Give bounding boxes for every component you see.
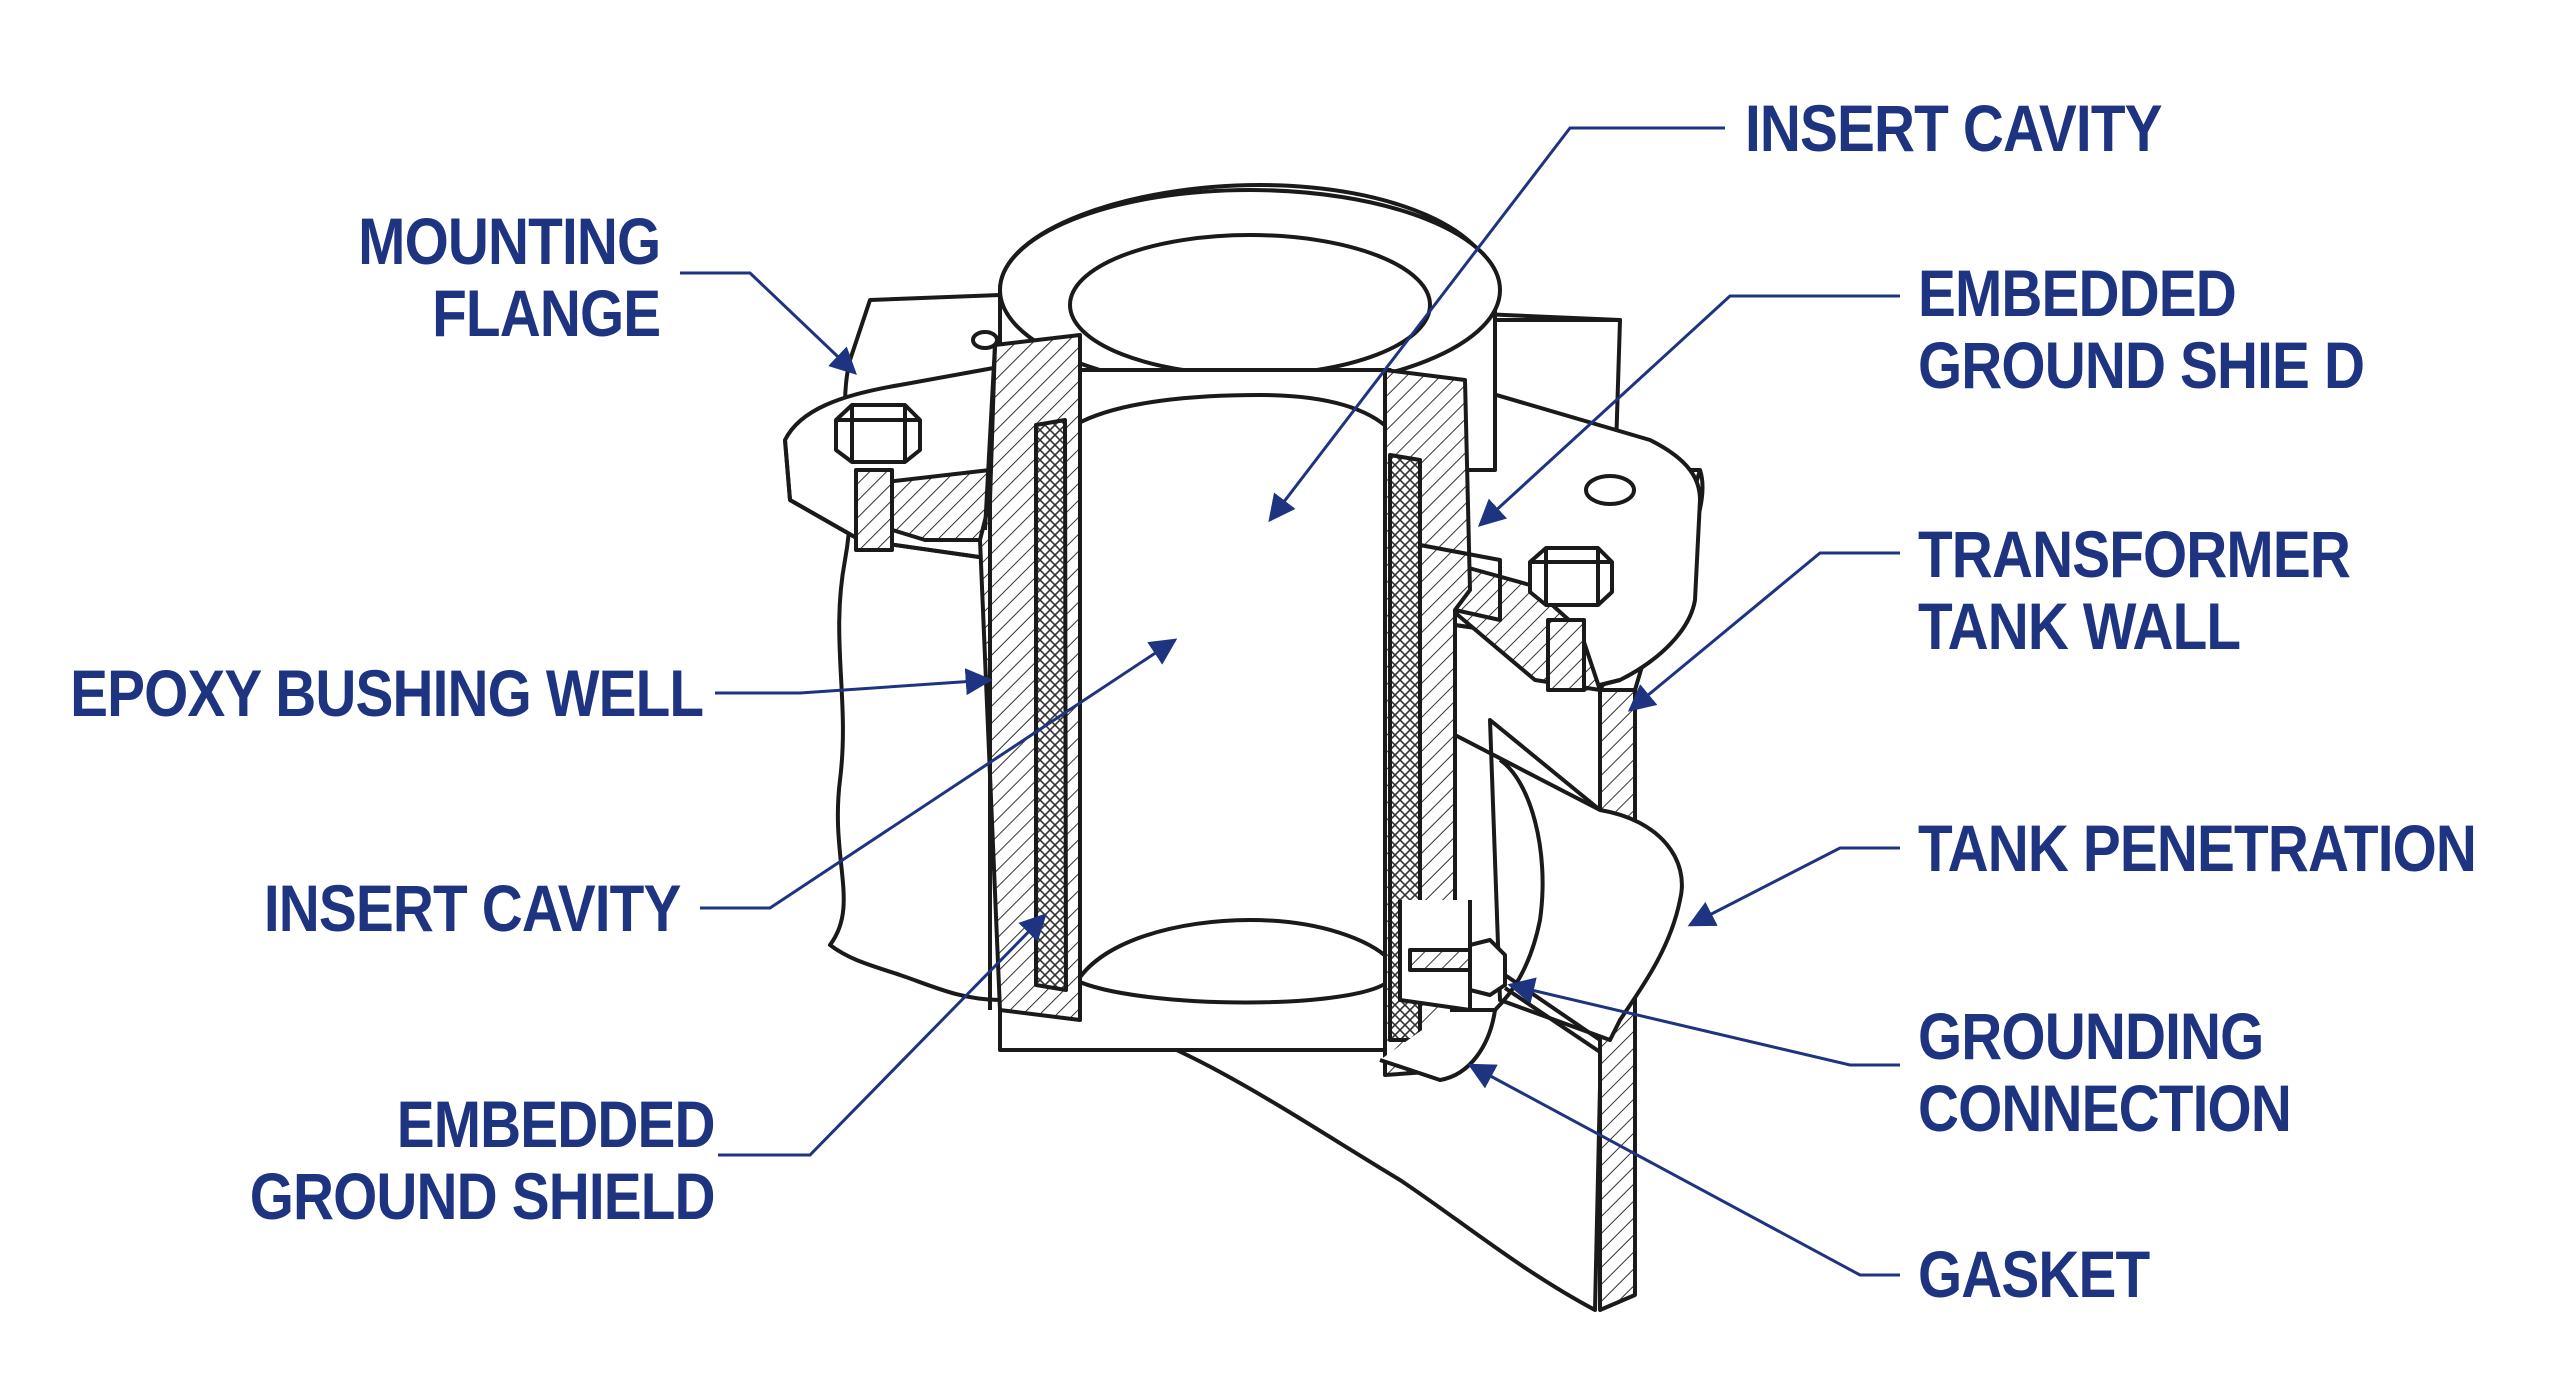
label-line: FLANGE <box>431 276 661 350</box>
label-line: MOUNTING <box>357 204 661 278</box>
label-mounting-flange: MOUNTING FLANGE <box>357 204 661 350</box>
label-line: TANK PENETRATION <box>1918 811 2477 885</box>
leader-epoxy-bushing-well <box>715 668 993 696</box>
leader-tank-penetration <box>1687 846 1900 927</box>
bushing-well-body <box>978 183 1502 1082</box>
label-line: GASKET <box>1918 1237 2150 1311</box>
leader-insert-cavity-top <box>1268 126 1725 523</box>
leader-transformer-tank-wall <box>1627 551 1900 712</box>
label-line: INSERT CAVITY <box>263 871 681 945</box>
bolt-right <box>1528 546 1614 692</box>
label-line: EMBEDDED <box>1918 256 2237 330</box>
leader-gasket <box>1467 1063 1900 1277</box>
leader-insert-cavity-left <box>700 638 1178 910</box>
label-insert-cavity-top: INSERT CAVITY <box>1745 91 2163 165</box>
label-transformer-tank-wall: TRANSFORMER TANK WALL <box>1918 517 2351 663</box>
label-tank-penetration: TANK PENETRATION <box>1918 811 2477 885</box>
label-line: CONNECTION <box>1918 1071 2292 1145</box>
bolt-left <box>834 403 922 552</box>
label-line: GROUND SHIELD <box>250 1159 716 1233</box>
label-line: INSERT CAVITY <box>1745 91 2163 165</box>
leader-lines <box>680 126 1900 1277</box>
leader-grounding-connection <box>1507 977 1900 1067</box>
label-epoxy-bushing-well: EPOXY BUSHING WELL <box>69 656 704 730</box>
label-line: EPOXY BUSHING WELL <box>69 656 704 730</box>
label-embedded-ground-shield-top: EMBEDDED GROUND SHIE D <box>1918 256 2365 402</box>
label-grounding-connection: GROUNDING CONNECTION <box>1918 999 2292 1145</box>
label-line: TANK WALL <box>1918 589 2241 663</box>
label-line: EMBEDDED <box>397 1087 716 1161</box>
label-embedded-ground-shield-bottom: EMBEDDED GROUND SHIELD <box>250 1087 716 1233</box>
leader-embedded-ground-shield-bottom <box>718 913 1047 1157</box>
label-gasket: GASKET <box>1918 1237 2150 1311</box>
label-line: GROUNDING <box>1918 999 2264 1073</box>
leader-mounting-flange <box>680 271 857 375</box>
label-line: TRANSFORMER <box>1918 517 2351 591</box>
label-line: GROUND SHIE D <box>1918 328 2365 402</box>
leader-embedded-ground-shield-top <box>1478 294 1900 527</box>
label-insert-cavity-left: INSERT CAVITY <box>263 871 681 945</box>
